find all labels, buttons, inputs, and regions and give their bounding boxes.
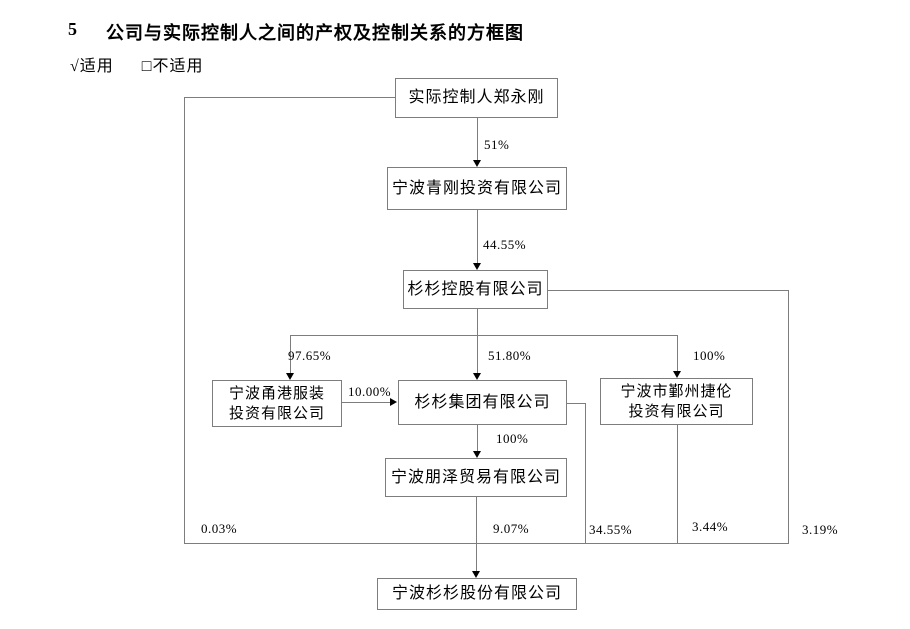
node-actual-controller: 实际控制人郑永刚 bbox=[395, 78, 558, 118]
edge-controller-listco-left-line bbox=[184, 97, 185, 543]
edge-holding-listco-top-line bbox=[548, 290, 788, 291]
node-yonggang-garment: 宁波甬港服装 投资有限公司 bbox=[212, 380, 342, 427]
node-shanshan-holding: 杉杉控股有限公司 bbox=[403, 270, 548, 309]
not-applicable-label: □不适用 bbox=[141, 58, 204, 75]
applicability-line: √适用 □不适用 bbox=[70, 52, 203, 76]
arrow-down-icon bbox=[473, 263, 481, 270]
edge-holding-listco-label: 3.19% bbox=[802, 522, 839, 537]
edge-holding-jielun-label: 100% bbox=[693, 348, 726, 363]
edge-qinggang-holding-line bbox=[477, 210, 478, 264]
edge-controller-listco-label: 0.03% bbox=[201, 521, 238, 536]
arrow-down-icon bbox=[473, 160, 481, 167]
edge-jielun-listco-line bbox=[677, 425, 678, 543]
node-listed-company: 宁波杉杉股份有限公司 bbox=[377, 578, 577, 610]
edge-holding-branch-stem-line bbox=[477, 309, 478, 335]
section-heading: 5 公司与实际控制人之间的产权及控制关系的方框图 bbox=[68, 19, 524, 45]
applicable-checked-label: √适用 bbox=[70, 58, 114, 75]
edge-group-listco-line bbox=[585, 403, 586, 543]
edge-yonggang-group-label: 10.00% bbox=[348, 384, 392, 399]
edge-group-pengze-label: 100% bbox=[496, 431, 529, 446]
arrow-down-icon bbox=[472, 571, 480, 578]
edge-pengze-listco-line bbox=[476, 497, 477, 571]
edge-jielun-listco-label: 3.44% bbox=[692, 519, 729, 534]
edge-controller-qinggang-label: 51% bbox=[484, 137, 510, 152]
edge-controller-qinggang-line bbox=[477, 118, 478, 161]
edge-group-listco-label: 34.55% bbox=[589, 522, 633, 537]
arrow-right-icon bbox=[390, 398, 397, 406]
edge-holding-listco-right-line bbox=[788, 290, 789, 543]
arrow-down-icon bbox=[286, 373, 294, 380]
node-shanshan-group: 杉杉集团有限公司 bbox=[398, 380, 567, 425]
edge-holding-branch-bus-line bbox=[290, 335, 677, 336]
edge-holding-group-label: 51.80% bbox=[488, 348, 532, 363]
edge-holding-yonggang-line bbox=[290, 335, 291, 373]
edge-holding-jielun-line bbox=[677, 335, 678, 371]
edge-holding-yonggang-label: 97.65% bbox=[288, 348, 332, 363]
section-title: 公司与实际控制人之间的产权及控制关系的方框图 bbox=[106, 23, 524, 43]
edge-controller-listco-top-line bbox=[184, 97, 395, 98]
edge-group-listco-elbow-line bbox=[567, 403, 585, 404]
edge-holding-group-line bbox=[477, 335, 478, 373]
edge-yonggang-group-line bbox=[342, 402, 391, 403]
section-number: 5 bbox=[68, 19, 78, 39]
arrow-down-icon bbox=[473, 373, 481, 380]
edge-group-pengze-line bbox=[477, 425, 478, 452]
edge-pengze-listco-label: 9.07% bbox=[493, 521, 530, 536]
arrow-down-icon bbox=[673, 371, 681, 378]
node-qinggang-investment: 宁波青刚投资有限公司 bbox=[387, 167, 567, 210]
arrow-down-icon bbox=[473, 451, 481, 458]
node-pengze-trading: 宁波朋泽贸易有限公司 bbox=[385, 458, 567, 497]
edge-qinggang-holding-label: 44.55% bbox=[483, 237, 527, 252]
node-jielun-investment: 宁波市鄞州捷伦 投资有限公司 bbox=[600, 378, 753, 425]
edge-listco-bus-line bbox=[184, 543, 789, 544]
